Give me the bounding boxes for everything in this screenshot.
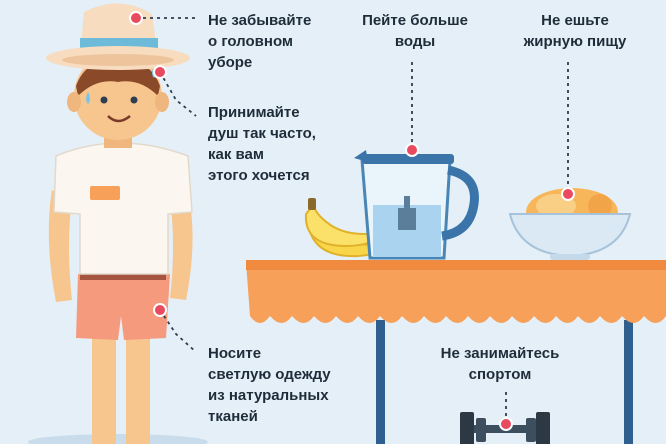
roast-chicken-bowl-icon: [508, 188, 632, 260]
table-top-edge: [246, 260, 666, 270]
marker-sport: [499, 417, 513, 431]
marker-food: [561, 187, 575, 201]
table-cloth: [246, 262, 666, 323]
hat-icon: [46, 3, 190, 70]
connector-shower: [159, 71, 197, 117]
tip-clothes: Носите светлую одежду из натуральных тка…: [208, 345, 331, 425]
floor-shadow: [28, 434, 208, 444]
markers: [129, 11, 575, 431]
marker-shower: [153, 65, 167, 79]
water-pitcher-icon: [354, 150, 479, 260]
table-leg-left: [376, 320, 385, 444]
table: [246, 260, 666, 444]
tip-food: Не ешьте жирную пищу: [523, 12, 627, 50]
person-figure: [48, 52, 193, 444]
marker-water: [405, 143, 419, 157]
table-leg-right: [624, 320, 633, 444]
tip-water: Пейте больше воды: [362, 12, 468, 50]
marker-hat: [129, 11, 143, 25]
connector-clothes: [159, 309, 197, 353]
tip-hat: Не забывайте о головном уборе: [208, 12, 312, 71]
tip-sport: Не занимайтесь спортом: [440, 345, 560, 383]
tip-shower: Принимайте душ так часто, как вам этого …: [208, 104, 316, 184]
connectors: [136, 17, 569, 424]
marker-clothes: [153, 303, 167, 317]
